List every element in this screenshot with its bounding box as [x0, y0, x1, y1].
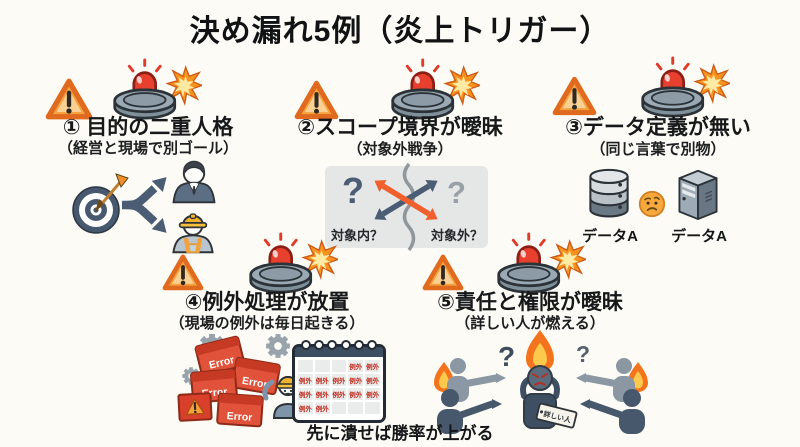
- calendar-header: [295, 347, 383, 357]
- pointing-person-icon: [576, 358, 635, 402]
- question-mark-inside: ?: [342, 170, 364, 211]
- calendar-grid: 例外例外例外例外例外例外例外例外例外例外例外例外例外例外: [295, 357, 383, 417]
- distressed-worker-icon: [262, 373, 314, 419]
- section-subheading: （現場の例外は毎日起きる）: [169, 315, 365, 332]
- warning-triangle-icon: [45, 76, 93, 121]
- svg-text:Error: Error: [208, 354, 236, 372]
- calendar-cell-exception: 例外: [348, 360, 364, 372]
- calendar-cell-exception: 例外: [365, 360, 380, 372]
- question-mark-outside: ?: [447, 175, 466, 210]
- alarm-siren-icon: [486, 232, 586, 294]
- calendar-cell-exception: 例外: [331, 388, 347, 400]
- section-subheading: （経営と現場で別ゴール）: [57, 140, 239, 157]
- section-subheading: （対象外戦争）: [347, 141, 453, 158]
- pointing-person-icon: [447, 358, 506, 402]
- question-mark: ?: [498, 341, 515, 372]
- calendar-cell-empty: [298, 360, 313, 372]
- database-label: データA: [582, 228, 638, 245]
- flame-icon: [628, 362, 648, 392]
- error-window: Error: [190, 368, 238, 404]
- warning-box: [177, 392, 213, 422]
- calendar-cell-exception: 例外: [314, 388, 330, 400]
- error-window: Error: [231, 356, 281, 396]
- fork-arrow-icon: [121, 177, 167, 233]
- calendar-cell-empty: [348, 402, 364, 414]
- alarm-siren-icon: [630, 56, 730, 118]
- calendar-cell-exception: 例外: [298, 374, 313, 386]
- target-dart-icon: [72, 173, 129, 234]
- question-mark: ?: [576, 341, 590, 367]
- calendar-cell-exception: 例外: [348, 374, 364, 386]
- dark-double-arrow-icon: [374, 180, 438, 220]
- svg-text:Error: Error: [241, 375, 268, 391]
- gear-icon: [266, 334, 290, 358]
- confused-face-icon: [638, 190, 666, 218]
- calendar-cell-exception: 例外: [298, 402, 313, 414]
- section-subheading: （詳しい人が燃える）: [455, 315, 605, 332]
- server-label: データA: [671, 228, 727, 245]
- section-heading: ④例外処理が放置: [184, 291, 350, 314]
- calendar-cell-empty: [331, 402, 347, 414]
- scope-boundary-box: ? ? 対象内？ 対象外？: [325, 162, 488, 252]
- database-icon: [589, 168, 629, 218]
- scope-arrows-graphic: [374, 162, 438, 252]
- worker-person-icon: [172, 213, 214, 254]
- server-icon: [678, 169, 718, 220]
- error-window: Error: [194, 335, 246, 377]
- warning-triangle-icon: [294, 78, 339, 121]
- gear-icon: [182, 367, 200, 385]
- calendar-cell-exception: 例外: [348, 388, 364, 400]
- calendar-cell-exception: 例外: [331, 374, 347, 386]
- flame-icon: [434, 362, 454, 392]
- warning-triangle-icon: [162, 252, 204, 292]
- calendar-rings: [301, 340, 377, 350]
- footer-tagline: 先に潰せば勝率が上がる: [306, 424, 494, 443]
- section-subheading: （同じ言葉で別物）: [590, 141, 726, 158]
- executive-person-icon: [172, 160, 216, 204]
- section-heading: ②スコープ境界が曖昧: [297, 116, 503, 139]
- gear-icon: [198, 334, 226, 362]
- section-heading: ③データ定義が無い: [565, 116, 751, 139]
- svg-text:Error: Error: [201, 386, 228, 400]
- calendar-cell-empty: [365, 402, 380, 414]
- warning-triangle-icon: [552, 74, 597, 117]
- calendar-cell-exception: 例外: [365, 374, 380, 386]
- alarm-siren-icon: [380, 58, 480, 120]
- orange-double-arrow-icon: [374, 180, 438, 220]
- page-title: 決め漏れ5例（炎上トリガー）: [189, 15, 611, 48]
- calendar-cell-exception: 例外: [314, 402, 330, 414]
- scope-outside-label: 対象外？: [430, 228, 483, 243]
- calendar-cell-empty: [314, 360, 330, 372]
- section-heading: ① 目的の二重人格: [62, 116, 234, 139]
- warning-triangle-icon: [422, 252, 464, 292]
- section-heading: ⑤責任と権限が曖昧: [437, 291, 623, 314]
- calendar-cell-exception: 例外: [298, 388, 313, 400]
- burning-person-icon: 詳しい人: [520, 330, 578, 429]
- scope-inside-label: 対象内？: [331, 228, 384, 243]
- calendar-graphic: 例外例外例外例外例外例外例外例外例外例外例外例外例外例外: [292, 340, 386, 423]
- boundary-wavy-line: [402, 162, 416, 252]
- alarm-siren-icon: [238, 232, 338, 294]
- calendar-cell-exception: 例外: [314, 374, 330, 386]
- calendar-cell-empty: [331, 360, 347, 372]
- alarm-siren-icon: [102, 58, 202, 120]
- calendar-cell-exception: 例外: [365, 388, 380, 400]
